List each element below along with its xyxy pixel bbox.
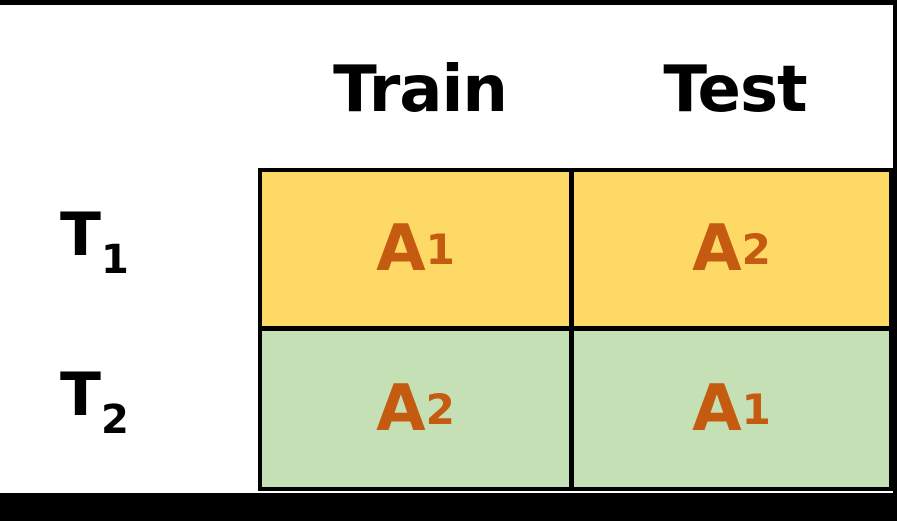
row-label-t1: T1 [60,200,129,283]
column-header-train: Train [333,53,508,127]
column-header-test: Test [663,53,807,127]
row-label-t2: T2 [60,360,129,443]
